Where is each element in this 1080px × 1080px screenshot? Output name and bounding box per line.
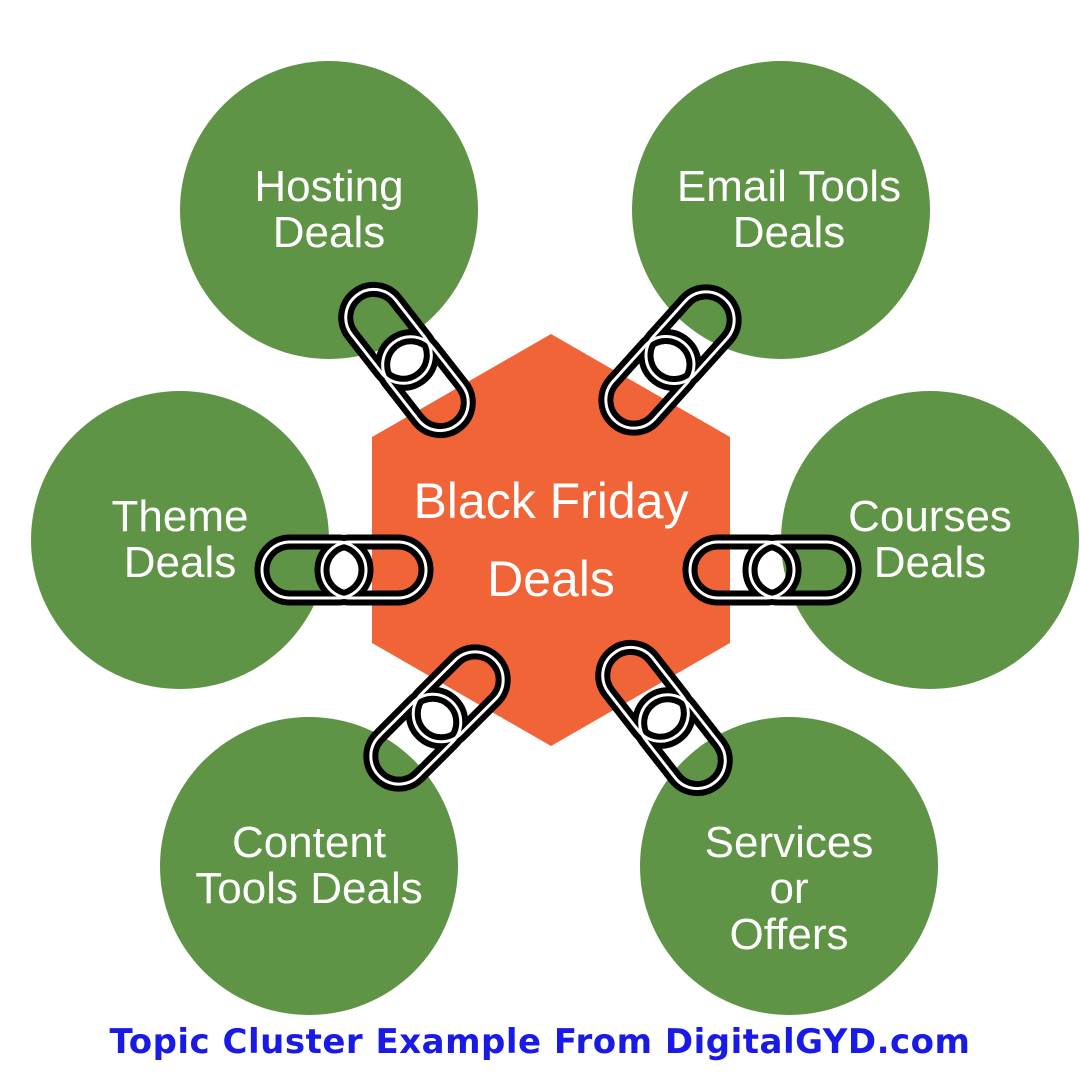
node-circle-courses xyxy=(781,391,1079,689)
node-label-services: Services or Offers xyxy=(704,818,874,959)
node-label-content-tools: Content Tools Deals xyxy=(195,818,423,913)
node-circle-theme xyxy=(31,391,329,689)
node-label-email-tools: Email Tools Deals xyxy=(676,162,902,257)
node-label-hosting: Hosting Deals xyxy=(254,162,404,257)
node-label-theme: Theme Deals xyxy=(111,492,249,587)
caption: Topic Cluster Example From DigitalGYD.co… xyxy=(109,1022,971,1062)
chain-link-icon xyxy=(591,636,736,800)
node-circle-hosting xyxy=(180,61,478,359)
node-label-courses: Courses Deals xyxy=(848,492,1012,587)
hub-label: Black Friday Deals xyxy=(413,473,689,607)
chain-link-icon xyxy=(334,278,479,442)
node-circle-content-tools xyxy=(160,717,458,1015)
